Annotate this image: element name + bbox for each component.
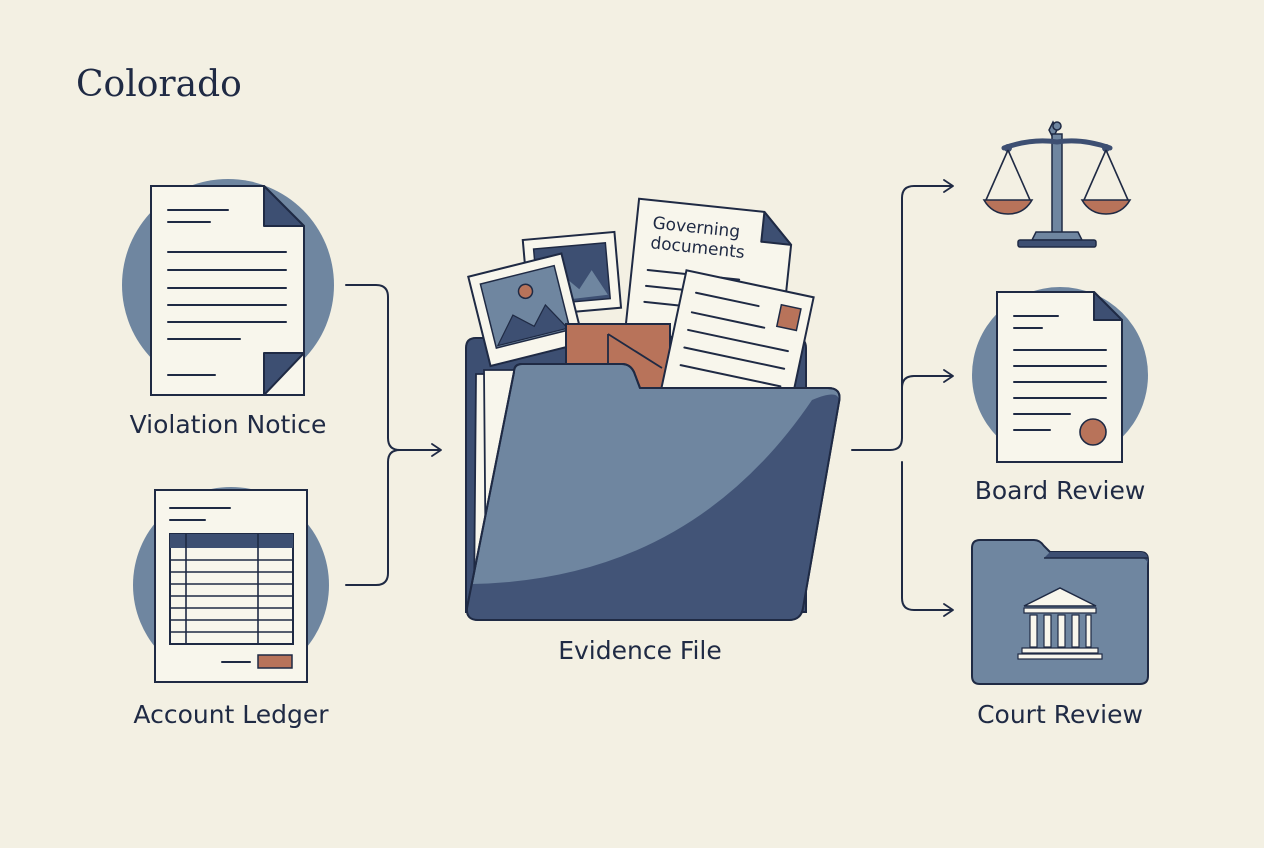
account-ledger-label: Account Ledger (133, 700, 329, 729)
violation-notice-icon (122, 179, 334, 396)
evidence-file-label: Evidence File (558, 636, 722, 665)
output-connector (851, 179, 954, 617)
board-review-icon (972, 287, 1148, 463)
page-title: Colorado (76, 64, 242, 105)
court-review-label: Court Review (977, 700, 1143, 729)
courthouse-icon (1017, 587, 1103, 660)
account-ledger-icon (133, 487, 329, 683)
scales-of-justice-icon (982, 120, 1132, 248)
violation-notice-label: Violation Notice (129, 410, 327, 439)
input-connector (345, 284, 442, 586)
board-review-label: Board Review (974, 476, 1146, 505)
evidence-folder-icon: Governing documents (465, 197, 841, 621)
court-review-icon (971, 539, 1149, 685)
